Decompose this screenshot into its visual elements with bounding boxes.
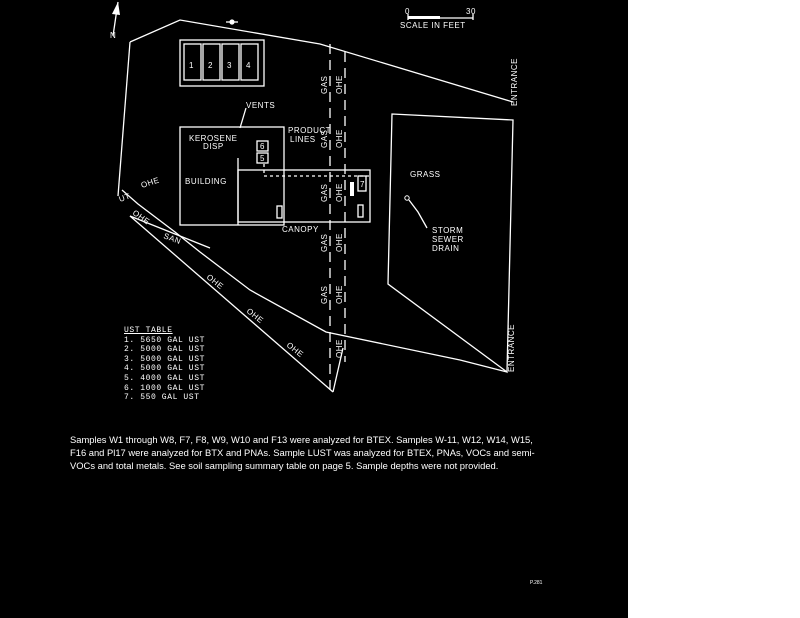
ust-tank-5 bbox=[256, 152, 269, 164]
dispenser-7 bbox=[357, 175, 367, 192]
san-label: SAN bbox=[162, 231, 182, 246]
ust-table-item: 4. 5000 GAL UST bbox=[124, 364, 206, 374]
ohe-label-4: OHE bbox=[335, 233, 344, 252]
sampling-caption: Samples W1 through W8, F7, F8, W9, W10 a… bbox=[70, 434, 535, 471]
tank-number-5: 5 bbox=[260, 154, 265, 163]
storm-drain-icon bbox=[404, 195, 428, 229]
property-boundary bbox=[117, 19, 514, 393]
tank-number-6: 6 bbox=[260, 142, 265, 151]
ust-table-item: 7. 550 GAL UST bbox=[124, 393, 200, 403]
ohe-label-2: OHE bbox=[335, 129, 344, 148]
storm-label-line1: STORM bbox=[432, 226, 463, 235]
ust-tank-6 bbox=[256, 140, 269, 152]
ust-table-item: 1. 5650 GAL UST bbox=[124, 335, 206, 345]
ohe-label-3: OHE bbox=[335, 183, 344, 202]
grass-area bbox=[387, 113, 514, 374]
vents-label: VENTS bbox=[246, 101, 275, 110]
dispenser-number: 7 bbox=[360, 180, 365, 189]
product-label-line2: LINES bbox=[290, 135, 316, 144]
ohe-label-6: OHE bbox=[335, 339, 344, 358]
vent-pipe bbox=[239, 107, 247, 129]
gas-label-4: GAS bbox=[320, 234, 329, 252]
ust-tank-2 bbox=[202, 43, 221, 81]
ut-label: UT bbox=[118, 191, 132, 203]
scale-end: 30 bbox=[466, 7, 476, 16]
ust-table-item: 6. 1000 GAL UST bbox=[124, 383, 206, 393]
entrance-label-top: ENTRANCE bbox=[510, 58, 519, 106]
ust-table: UST TABLE 1. 5650 GAL UST 2. 5000 GAL US… bbox=[124, 326, 205, 403]
dispenser-island-west bbox=[276, 205, 283, 219]
gas-label-5: GAS bbox=[320, 286, 329, 304]
gas-line-marker bbox=[350, 182, 354, 196]
gas-label-2: GAS bbox=[320, 130, 329, 148]
ohe-label-lot-1: OHE bbox=[205, 272, 225, 291]
scale-bar bbox=[407, 14, 474, 20]
ust-tank-4 bbox=[240, 43, 259, 81]
kerosene-label-line1: KEROSENE bbox=[189, 134, 237, 143]
tank-number-1: 1 bbox=[189, 61, 194, 70]
tank-number-4: 4 bbox=[246, 61, 251, 70]
ust-table-list: 1. 5650 GAL UST 2. 5000 GAL UST 3. 5000 … bbox=[124, 336, 205, 403]
ohe-label-lot-2: OHE bbox=[245, 306, 265, 325]
utility-pole-icon bbox=[226, 19, 238, 25]
ohe-label-1: OHE bbox=[335, 75, 344, 94]
gas-label-3: GAS bbox=[320, 184, 329, 202]
tank-number-3: 3 bbox=[227, 61, 232, 70]
page-reference: P.281 bbox=[530, 580, 543, 586]
grass-label: GRASS bbox=[410, 170, 441, 179]
product-line-pipe bbox=[263, 164, 370, 177]
dispenser-island-east bbox=[357, 204, 364, 218]
ust-tank-3 bbox=[221, 43, 240, 81]
north-label: N bbox=[110, 31, 116, 40]
site-map-diagram: N 0 30 SCALE IN FEET bbox=[110, 1, 519, 393]
ohe-label-lot-3: OHE bbox=[285, 340, 305, 359]
product-label-line1: PRODUCT bbox=[288, 126, 331, 135]
site-map-sheet: N 0 30 SCALE IN FEET bbox=[0, 0, 628, 618]
ust-table-item: 3. 5000 GAL UST bbox=[124, 354, 206, 364]
building-label: BUILDING bbox=[185, 177, 227, 186]
ust-tank-group bbox=[179, 39, 265, 87]
canopy-label: CANOPY bbox=[282, 225, 319, 234]
scale-label: SCALE IN FEET bbox=[400, 21, 466, 30]
ohe-label-service: OHE bbox=[140, 176, 161, 190]
entrance-label-bottom: ENTRANCE bbox=[507, 324, 516, 372]
ust-table-item: 2. 5000 GAL UST bbox=[124, 345, 206, 355]
scale-start: 0 bbox=[405, 7, 410, 16]
ust-tank-1 bbox=[183, 43, 202, 81]
gas-label-1: GAS bbox=[320, 76, 329, 94]
ust-table-item: 5. 4000 GAL UST bbox=[124, 373, 206, 383]
storm-label-line3: DRAIN bbox=[432, 244, 459, 253]
north-arrow-icon bbox=[112, 1, 120, 37]
ust-table-title: UST TABLE bbox=[124, 326, 173, 335]
canopy-outline bbox=[237, 169, 371, 223]
kerosene-label-line2: DISP bbox=[203, 142, 224, 151]
storm-label-line2: SEWER bbox=[432, 235, 464, 244]
ohe-label-5: OHE bbox=[335, 285, 344, 304]
tank-number-2: 2 bbox=[208, 61, 213, 70]
